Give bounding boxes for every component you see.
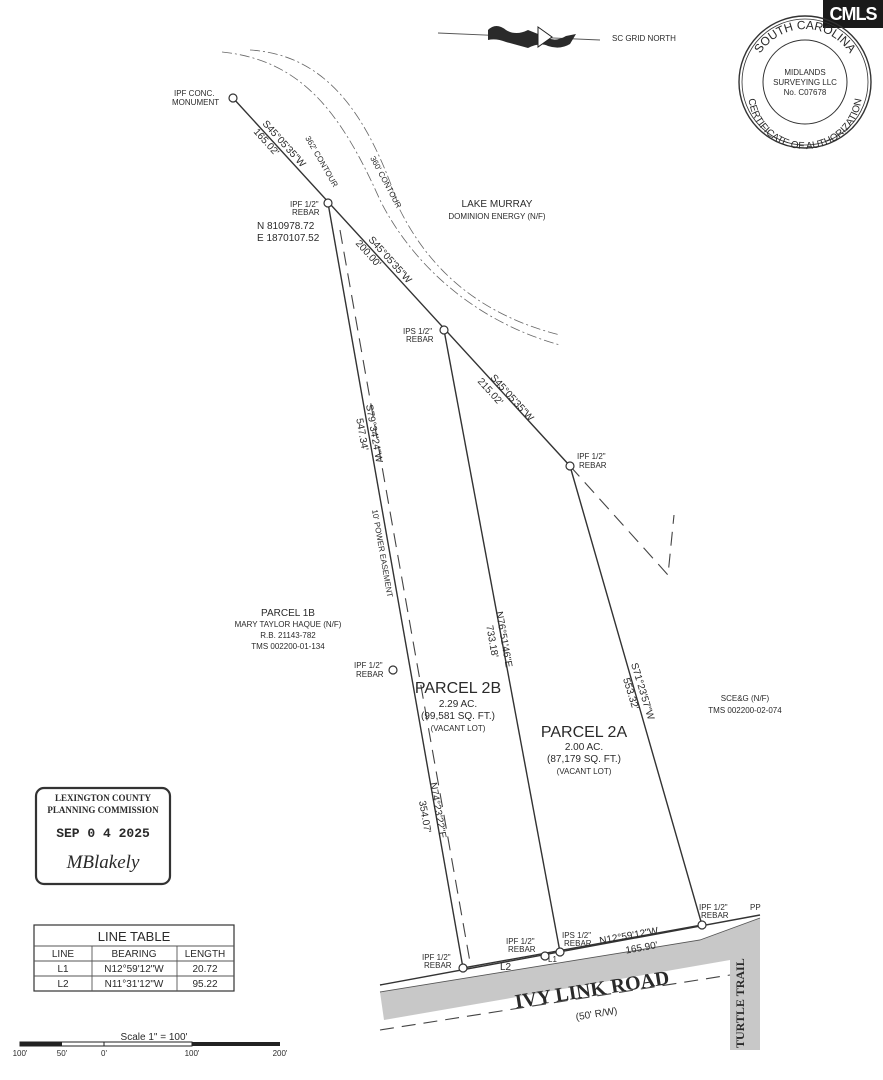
contour-362 bbox=[221, 51, 561, 346]
pin-bottom-right bbox=[697, 920, 707, 930]
ivy-link-road-pavement bbox=[379, 917, 761, 1050]
bm-rebar-label-2: REBAR bbox=[508, 945, 536, 954]
bl-rebar-label-1: IPF 1/2" bbox=[422, 953, 451, 962]
sceg-tms: TMS 002200-02-074 bbox=[708, 706, 782, 715]
line-table-header-bearing: BEARING bbox=[111, 949, 156, 960]
south-boundary-line bbox=[462, 924, 703, 969]
scale-tick: 100' bbox=[185, 1049, 200, 1058]
parcel-1b-book: R.B. 21143-782 bbox=[260, 631, 316, 640]
parcel-2a-name: PARCEL 2A bbox=[541, 724, 628, 741]
l1-label: L1 bbox=[548, 955, 557, 964]
parcel-2a-sqft: (87,179 SQ. FT.) bbox=[547, 754, 621, 765]
line-table-cell: N12°59'12"W bbox=[104, 964, 164, 975]
scale-tick: 100' bbox=[13, 1049, 28, 1058]
distance-b7: 354.07' bbox=[416, 800, 432, 834]
planning-commission-stamp: LEXINGTON COUNTY PLANNING COMMISSION SEP… bbox=[34, 786, 172, 886]
right-rebar-label-1: IPF 1/2" bbox=[577, 452, 606, 461]
parcel-2b-note: (VACANT LOT) bbox=[431, 724, 486, 733]
lake-dash-extension bbox=[569, 465, 675, 577]
parcel-2b-sqft: (99,581 SQ. FT.) bbox=[421, 711, 495, 722]
bl-rebar-label-2: REBAR bbox=[424, 961, 452, 970]
contour-360 bbox=[249, 49, 561, 336]
parcel-1b-tms: TMS 002200-01-134 bbox=[251, 642, 325, 651]
pin-left-rebar bbox=[388, 665, 398, 675]
coord-north: N 810978.72 bbox=[257, 221, 315, 232]
left-rebar-label-2: REBAR bbox=[356, 670, 384, 679]
right-rebar-label-2: REBAR bbox=[579, 461, 607, 470]
parcel-2a-note: (VACANT LOT) bbox=[557, 767, 612, 776]
bm2-rebar-label-1: IPS 1/2" bbox=[562, 931, 591, 940]
line-table: LINE TABLE LINE BEARING LENGTH L1 N12°59… bbox=[33, 924, 235, 992]
parcel-1b-owner: MARY TAYLOR HAQUE (N/F) bbox=[235, 620, 342, 629]
line-table-cell: N11°31'12"W bbox=[105, 979, 164, 990]
north-arrow-icon bbox=[437, 26, 601, 48]
pin-mid-rebar bbox=[439, 325, 449, 335]
l2-label: L2 bbox=[500, 962, 512, 973]
line-table-header-line: LINE bbox=[52, 949, 75, 960]
top-rebar-label-2: REBAR bbox=[292, 208, 320, 217]
scale-label: Scale 1" = 100' bbox=[121, 1032, 188, 1043]
line-table-cell: L2 bbox=[57, 979, 69, 990]
scale-bar bbox=[19, 1041, 280, 1047]
north-arrow-label: SC GRID NORTH bbox=[612, 34, 676, 43]
parcel-1b-name: PARCEL 1B bbox=[261, 608, 315, 619]
bm-rebar-label-1: IPF 1/2" bbox=[506, 937, 535, 946]
pin-right-rebar bbox=[565, 461, 575, 471]
top-rebar-label-1: IPF 1/2" bbox=[290, 200, 319, 209]
lake-owner: DOMINION ENERGY (N/F) bbox=[448, 212, 546, 221]
line-table-header-length: LENGTH bbox=[185, 949, 226, 960]
contour-360-label: 360' CONTOUR bbox=[368, 155, 403, 210]
east-boundary-line bbox=[569, 465, 703, 926]
stamp-line2: PLANNING COMMISSION bbox=[47, 805, 159, 815]
pin-bottom-left bbox=[458, 963, 468, 973]
pin-top-rebar bbox=[323, 198, 333, 208]
mid-rebar-label-2: REBAR bbox=[406, 335, 434, 344]
left-rebar-label-1: IPF 1/2" bbox=[354, 661, 383, 670]
scale-tick: 0' bbox=[101, 1049, 107, 1058]
pin-conc-monument bbox=[228, 93, 238, 103]
line-table-cell: L1 bbox=[57, 964, 69, 975]
turtle-trail-label: TURTLE TRAIL bbox=[733, 958, 747, 1048]
scale-tick: 50' bbox=[57, 1049, 68, 1058]
sceg-owner: SCE&G (N/F) bbox=[721, 694, 770, 703]
seal-line3: No. C07678 bbox=[784, 88, 827, 97]
conc-label-1: IPF CONC. bbox=[174, 89, 214, 98]
lake-name: LAKE MURRAY bbox=[462, 199, 533, 210]
stamp-line1: LEXINGTON COUNTY bbox=[55, 793, 152, 803]
pin-bottom-mid2 bbox=[555, 947, 565, 957]
certificate-seal: SOUTH CAROLINA CERTIFICATE OF AUTHORIZAT… bbox=[738, 15, 872, 152]
road-width: (50' R/W) bbox=[575, 1006, 618, 1023]
west-boundary-line bbox=[327, 202, 464, 969]
easement-line bbox=[339, 229, 471, 963]
conc-label-2: MONUMENT bbox=[172, 98, 219, 107]
seal-line1: MIDLANDS bbox=[784, 68, 825, 77]
stamp-signature: MBlakely bbox=[66, 852, 140, 873]
br-rebar-label-1: IPF 1/2" bbox=[699, 903, 728, 912]
parcel-2b-acres: 2.29 AC. bbox=[439, 699, 477, 710]
pin-bottom-mid bbox=[540, 951, 550, 961]
parcel-2b-name: PARCEL 2B bbox=[415, 680, 501, 697]
road-centerline bbox=[379, 974, 731, 1031]
seal-ring-top: SOUTH CAROLINA bbox=[751, 18, 859, 56]
line-table-title: LINE TABLE bbox=[98, 929, 171, 944]
lake-boundary-line bbox=[232, 97, 571, 467]
stamp-date: SEP 0 4 2025 bbox=[56, 826, 150, 841]
line-table-cell: 95.22 bbox=[192, 979, 217, 990]
parcel-division-line bbox=[443, 329, 561, 953]
seal-ring-bottom: CERTIFICATE OF AUTHORIZATION bbox=[745, 98, 864, 152]
scale-tick: 200' bbox=[273, 1049, 288, 1058]
coord-east: E 1870107.52 bbox=[257, 233, 320, 244]
bm2-rebar-label-2: REBAR bbox=[564, 939, 592, 948]
parcel-2a-acres: 2.00 AC. bbox=[565, 742, 603, 753]
br-rebar-label-2: REBAR bbox=[701, 911, 729, 920]
easement-label: 10' POWER EASEMENT bbox=[370, 509, 394, 598]
mid-rebar-label-1: IPS 1/2" bbox=[403, 327, 432, 336]
cmls-logo: CMLS bbox=[823, 0, 883, 28]
line-table-cell: 20.72 bbox=[192, 964, 217, 975]
seal-line2: SURVEYING LLC bbox=[773, 78, 837, 87]
pp-label: PP bbox=[750, 903, 761, 912]
